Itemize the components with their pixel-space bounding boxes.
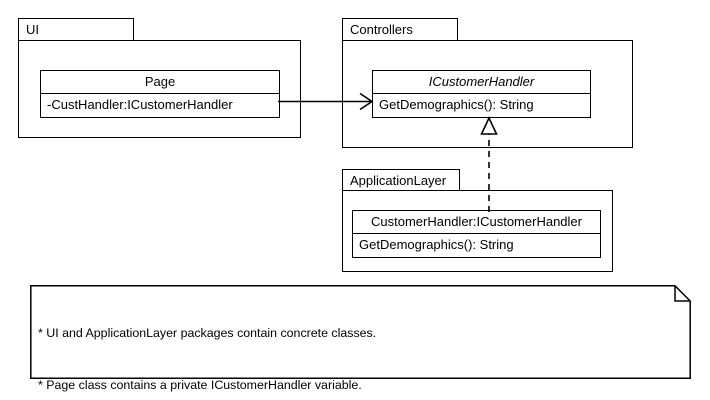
connector-customerhandler-realizes-icustomerhandler[interactable] (476, 116, 502, 212)
package-applicationlayer-tab-label: ApplicationLayer (342, 169, 460, 191)
class-icustomerhandler-name: ICustomerHandler (373, 71, 590, 94)
class-page-name: Page (41, 71, 279, 94)
class-customerhandler-operation: GetDemographics(): String (359, 237, 514, 252)
class-page-attribute: -CustHandler:ICustomerHandler (47, 97, 233, 112)
note-text-block: * UI and ApplicationLayer packages conta… (38, 290, 581, 400)
class-customerhandler-name: CustomerHandler:ICustomerHandler (353, 211, 600, 234)
note-shape (30, 285, 691, 379)
note-box: * UI and ApplicationLayer packages conta… (30, 285, 691, 392)
note-line: * Page class contains a private ICustome… (38, 378, 362, 393)
class-customerhandler[interactable]: CustomerHandler:ICustomerHandler GetDemo… (352, 210, 601, 258)
note-line: * UI and ApplicationLayer packages conta… (38, 325, 377, 340)
connector-page-to-icustomerhandler[interactable] (278, 90, 378, 114)
class-icustomerhandler[interactable]: ICustomerHandler GetDemographics(): Stri… (372, 70, 591, 118)
class-icustomerhandler-operation: GetDemographics(): String (379, 97, 534, 112)
package-controllers-tab-label: Controllers (342, 18, 458, 41)
class-page[interactable]: Page -CustHandler:ICustomerHandler (40, 70, 280, 118)
package-ui-tab-label: UI (18, 18, 134, 41)
